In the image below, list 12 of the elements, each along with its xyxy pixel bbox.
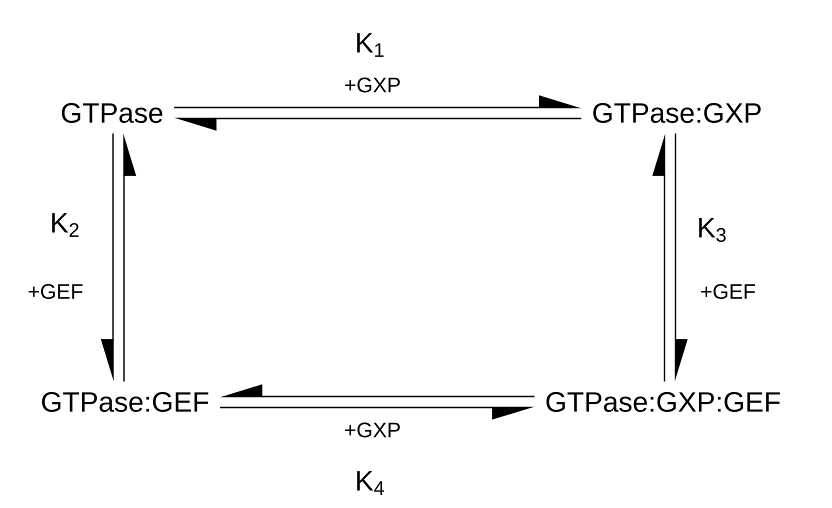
species-label: GTPase: [62, 103, 162, 123]
edge-label: +GXP: [342, 421, 402, 439]
constant-label: K$_{2}$: [52, 213, 79, 237]
species-label: GTPase:GXP: [593, 103, 761, 123]
edge-label: +GEF: [26, 282, 85, 300]
constant-label: K$_{3}$: [699, 218, 726, 242]
edge-label: +GEF: [699, 282, 757, 300]
species-label: GTPase:GEF: [42, 392, 208, 412]
constant-label: K$_{1}$: [357, 33, 384, 57]
constant-label: K$_{4}$: [357, 471, 384, 495]
edge-label: +GXP: [342, 76, 402, 94]
species-label: GTPase:GXP:GEF: [546, 392, 780, 412]
